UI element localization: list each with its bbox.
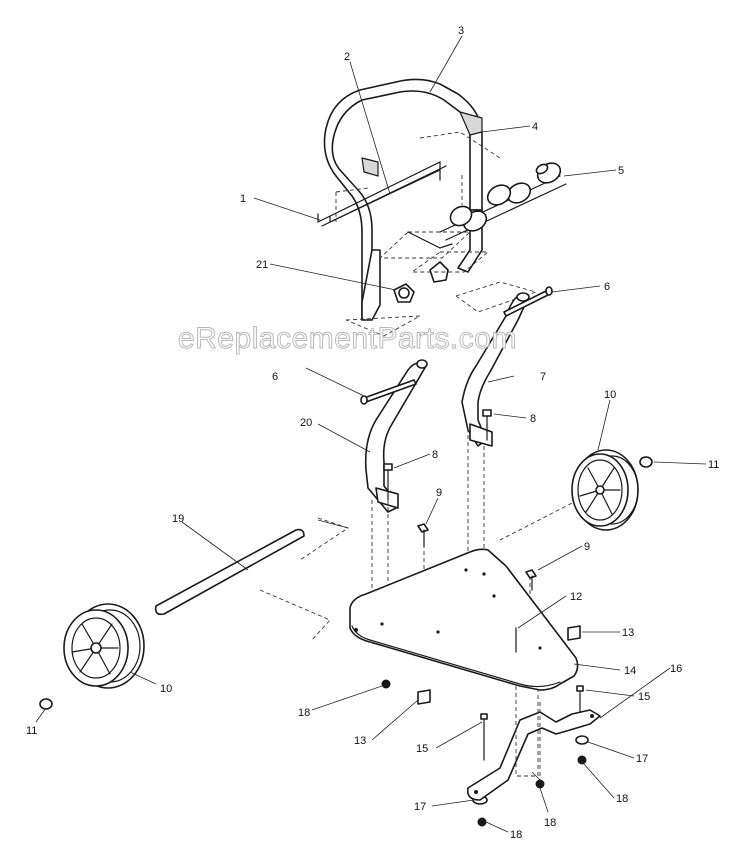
callout-1: 1 (240, 193, 246, 205)
callout-16: 16 (670, 663, 682, 675)
callout-6: 6 (272, 371, 278, 383)
bolt-head (480, 713, 488, 720)
support-bracket (466, 709, 601, 801)
callout-5: 5 (618, 165, 624, 177)
nut (381, 679, 391, 689)
nut (577, 755, 587, 765)
callout-21: 21 (256, 259, 268, 271)
bolt-head (482, 409, 492, 417)
callout-10: 10 (160, 683, 172, 695)
callout-3: 3 (458, 25, 464, 37)
callout-13: 13 (354, 735, 366, 747)
callout-4: 4 (532, 121, 538, 133)
callout-11: 11 (26, 725, 37, 737)
nut (535, 779, 545, 789)
left-upright (364, 359, 428, 513)
bolt-head (576, 685, 584, 692)
callout-20: 20 (300, 417, 312, 429)
right-upright (461, 292, 530, 447)
callout-6: 6 (604, 281, 610, 293)
callout-14: 14 (624, 665, 636, 677)
callouts: 1 2 3 4 5 6 6 7 8 8 9 9 10 10 11 11 12 1… (26, 25, 719, 841)
callout-18: 18 (298, 707, 310, 719)
callout-18: 18 (510, 829, 522, 841)
hub-cap (39, 698, 53, 710)
screw (417, 523, 429, 547)
hanger-bracket (317, 161, 453, 249)
callout-7: 7 (540, 371, 546, 383)
bolt (503, 286, 553, 317)
callout-15: 15 (416, 743, 428, 755)
callout-2: 2 (344, 51, 350, 63)
base-plate (349, 548, 579, 691)
callout-8: 8 (530, 413, 536, 425)
hub-cap (639, 456, 653, 468)
handle-frame (323, 78, 483, 321)
callout-15: 15 (638, 691, 650, 703)
hose-rack (419, 131, 567, 241)
leader-lines (35, 35, 707, 833)
watermark: eReplacementParts.com (178, 322, 517, 355)
right-wheel (571, 449, 639, 531)
callout-18: 18 (544, 817, 556, 829)
bolt-head (383, 463, 393, 471)
nut (477, 817, 487, 827)
bolt (360, 379, 417, 405)
washer (575, 735, 589, 745)
callout-17: 17 (414, 801, 426, 813)
callout-13: 13 (622, 627, 634, 639)
axle (154, 528, 305, 616)
callout-10: 10 (604, 389, 616, 401)
callout-19: 19 (172, 513, 184, 525)
callout-9: 9 (584, 541, 590, 553)
callout-17: 17 (636, 753, 648, 765)
screw (525, 569, 537, 591)
knob (393, 261, 449, 303)
callout-8: 8 (432, 449, 438, 461)
callout-12: 12 (570, 591, 582, 603)
callout-9: 9 (436, 487, 442, 499)
callout-11: 11 (708, 459, 719, 471)
callout-18: 18 (616, 793, 628, 805)
left-wheel (63, 603, 145, 689)
